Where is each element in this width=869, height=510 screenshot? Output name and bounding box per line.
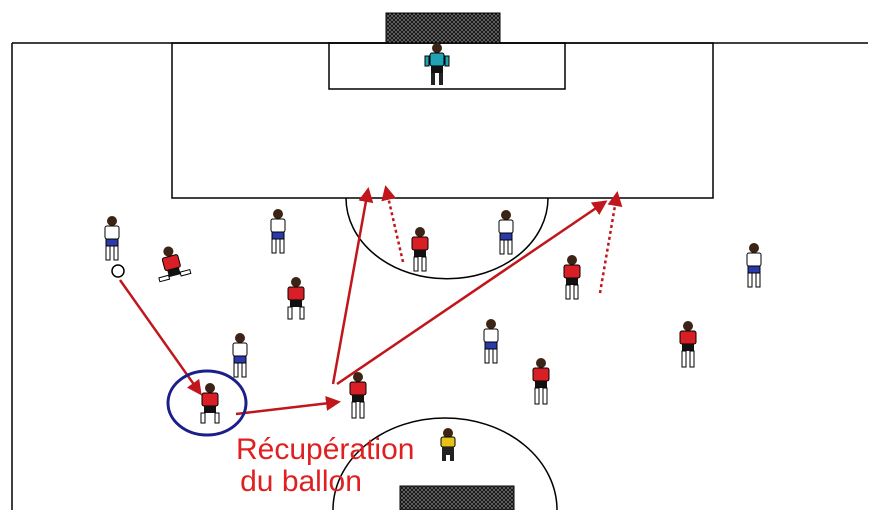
arrow-pass-short — [235, 395, 341, 416]
player-icon — [498, 210, 514, 255]
pitch-lines — [11, 42, 868, 510]
caption-line-2: du ballon — [240, 465, 362, 498]
arrow-pass-left — [331, 187, 374, 385]
player-icon — [532, 358, 550, 405]
arrow-pass-right — [336, 200, 608, 386]
ball-icon — [111, 264, 125, 278]
player-icon — [746, 243, 762, 288]
player-icon — [287, 277, 305, 320]
player-icon — [679, 321, 697, 368]
player-icon — [270, 209, 286, 254]
player-icon — [232, 333, 248, 378]
arrow-run-left — [381, 185, 405, 263]
player-icon — [104, 216, 120, 261]
arrow-run-right — [598, 191, 623, 294]
player-icon — [483, 319, 499, 364]
top-goal-net-icon — [385, 12, 501, 44]
player-icon — [424, 43, 450, 85]
player-icon — [200, 383, 220, 424]
player-icon — [563, 255, 581, 300]
players — [104, 43, 762, 461]
caption-line-1: Récupération — [236, 433, 415, 466]
penalty-arc — [345, 197, 549, 280]
player-icon — [411, 227, 429, 272]
player-icon — [158, 246, 192, 283]
bottom-goal-net-icon — [399, 485, 515, 510]
center-circle — [332, 417, 558, 510]
player-icon — [349, 372, 367, 419]
recovery-circle — [166, 369, 248, 437]
player-icon — [440, 428, 456, 461]
